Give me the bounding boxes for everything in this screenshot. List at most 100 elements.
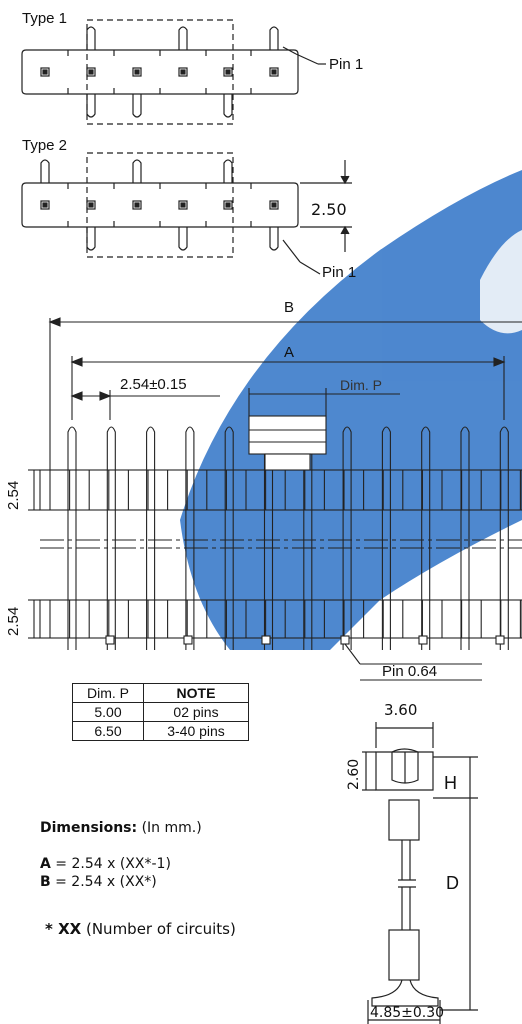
type2-height-dim: 2.50 (311, 200, 347, 219)
pin-square (178, 200, 188, 210)
dashed-outline (86, 19, 234, 125)
pin-lead (269, 26, 279, 50)
table-cell: 02 pins (143, 702, 249, 722)
table-cell: 5.00 (72, 702, 144, 722)
formula-a-text: = 2.54 x (XX*-1) (55, 856, 171, 872)
pin-square (418, 635, 428, 645)
pin-square (269, 67, 279, 77)
dim-a-label: A (284, 344, 295, 361)
row-height-bottom: 2.54 (5, 606, 22, 636)
formula-b: B = 2.54 x (XX*) (40, 874, 157, 890)
side-width-top: 3.60 (384, 701, 418, 719)
type1-top-view (21, 19, 326, 125)
side-lower-block (388, 929, 420, 981)
dashed-outline (86, 152, 234, 258)
pin-square-core (88, 69, 94, 75)
type2-pin1-label: Pin 1 (322, 264, 357, 281)
xx-desc: (Number of circuits) (85, 920, 236, 938)
table-row: 6.50 3-40 pins (72, 721, 249, 741)
pin-square (132, 67, 142, 77)
table-cell: 6.50 (72, 721, 144, 741)
type1-pin1-label: Pin 1 (329, 56, 364, 73)
table-header: Dim. P (72, 683, 144, 703)
pin1-leader (295, 53, 319, 65)
dim-b-label: B (284, 299, 295, 316)
pin1-leader (282, 46, 297, 55)
side-housing (375, 751, 434, 791)
pin-square-core (134, 69, 140, 75)
housing-bottom (39, 599, 522, 639)
pin-square (86, 67, 96, 77)
pin-square (105, 635, 115, 645)
pin-tip (67, 426, 77, 470)
pin-lead (132, 159, 142, 183)
pin-size-label: Pin 0.64 (382, 663, 438, 680)
pin-tip (224, 426, 234, 470)
pin-tip (421, 426, 431, 470)
pin-square-core (42, 69, 48, 75)
formula-b-key: B (40, 874, 51, 890)
table-header: NOTE (143, 683, 249, 703)
arrowhead (70, 391, 83, 401)
pin-lead (86, 94, 96, 118)
pin-lead (40, 159, 50, 183)
arrowhead (493, 357, 506, 367)
formula-a: A = 2.54 x (XX*-1) (40, 856, 171, 872)
dim-p-table: Dim. P NOTE 5.00 02 pins 6.50 3-40 pins (72, 683, 249, 741)
pin-square (132, 200, 142, 210)
pin1-leader (282, 239, 301, 263)
type2-label: Type 2 (22, 137, 68, 154)
pin-square-core (271, 69, 277, 75)
arrowhead (48, 317, 61, 327)
dimensions-unit: (In mm.) (141, 820, 202, 836)
dim-p-label: Dim. P (340, 377, 382, 393)
type2-top-view (21, 152, 352, 275)
pin-square (178, 67, 188, 77)
pin-square (40, 200, 50, 210)
pin-square (183, 635, 193, 645)
pin-square (86, 200, 96, 210)
table-cell: 3-40 pins (143, 721, 249, 741)
pin-lead (223, 159, 233, 183)
pin-square (40, 67, 50, 77)
pin-square (269, 200, 279, 210)
pin-square-core (180, 69, 186, 75)
pin-square (495, 635, 505, 645)
pin-lead (269, 227, 279, 251)
pin-square-core (88, 202, 94, 208)
formula-a-key: A (40, 856, 51, 872)
dimp-tab (248, 415, 327, 455)
pin-lead (132, 94, 142, 118)
xx-note: * XX (Number of circuits) (45, 920, 236, 938)
pin-tip (342, 426, 352, 470)
pin-square-core (271, 202, 277, 208)
formula-b-text: = 2.54 x (XX*) (55, 874, 157, 890)
front-view (28, 317, 522, 681)
arrowhead (99, 391, 112, 401)
pin-square (261, 635, 271, 645)
pin-lead (178, 227, 188, 251)
xx-key: * XX (45, 920, 82, 938)
pin-square (223, 200, 233, 210)
dimensions-label: Dimensions: (40, 820, 138, 836)
arrowhead (340, 175, 350, 185)
pin-lead (178, 26, 188, 50)
pin-square-core (225, 69, 231, 75)
dim-h-label: H (444, 773, 457, 793)
pin-lead (223, 94, 233, 118)
watermark-logo (180, 170, 522, 650)
side-contact (391, 748, 419, 784)
table-row: 5.00 02 pins (72, 702, 249, 722)
pin-lead (86, 227, 96, 251)
pin-square-core (134, 202, 140, 208)
pin-square-core (225, 202, 231, 208)
dimensions-note: Dimensions: (In mm.) (40, 820, 202, 836)
row-height-top: 2.54 (5, 480, 22, 510)
pin-tip (381, 426, 391, 470)
pin-size-leader (344, 643, 361, 665)
arrowhead (340, 225, 350, 235)
side-upper-block (388, 799, 420, 841)
pin-square-core (180, 202, 186, 208)
header-body (21, 49, 299, 95)
